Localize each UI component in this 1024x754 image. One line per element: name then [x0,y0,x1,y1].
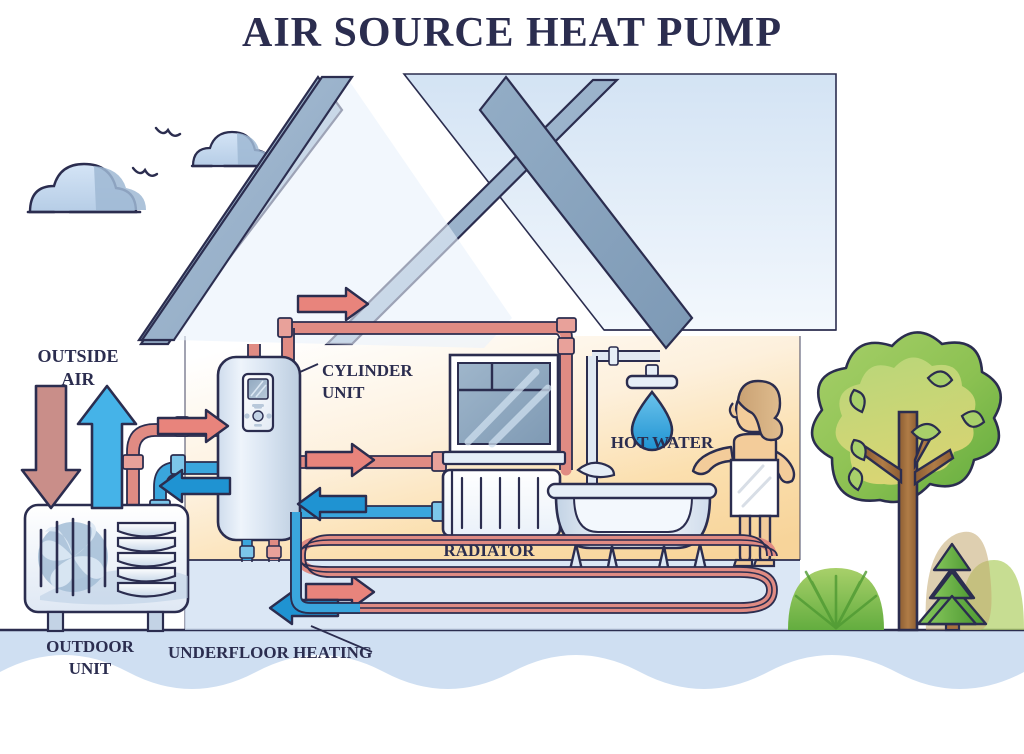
underfloor-heating-label: UNDERFLOOR HEATING [168,643,372,662]
arrow-right-icon [296,286,370,322]
arrow-left-icon [158,468,232,504]
pipe-joint [277,317,577,355]
cylinder-leader-line [299,363,319,373]
radiator[interactable] [441,468,562,538]
water-drop-icon [630,389,674,452]
hot-water-label: HOT WATER [611,433,714,452]
control-right-button[interactable] [266,413,272,419]
cloud-icon [190,130,273,168]
arrow-left-icon [296,486,368,522]
cylinder-unit-label-line1: CYLINDER [322,361,413,380]
cloud-icon [26,162,146,214]
ground [0,628,1024,689]
condenser-fins [116,521,177,598]
outdoor-unit[interactable] [23,503,190,633]
person-left-arm [691,445,735,476]
arrow-down-icon [20,384,82,510]
person [691,379,796,568]
fan-icon [38,517,108,597]
window-sill [441,450,567,466]
outdoor-unit-label-line2: UNIT [69,659,112,678]
person-hair [736,379,784,442]
page-title: AIR SOURCE HEAT PUMP [242,10,782,56]
cylinder-unit-label-line2: UNIT [322,383,365,402]
pine-tree [916,542,988,632]
outside-air-label-line2: AIR [61,369,95,389]
bird-icon [131,126,182,177]
underfloor-heating [290,512,778,614]
arrow-up-icon [76,384,138,510]
control-left-button[interactable] [244,413,250,419]
tree [810,331,1003,632]
bush [788,568,884,630]
arrow-right-icon [304,442,376,478]
underfloor-leader-line [310,625,373,653]
arrow-right-icon [156,408,230,444]
window [441,353,567,466]
shower-handle[interactable] [576,461,616,479]
control-ok-button[interactable] [252,410,264,422]
outside-air-label-line1: OUTSIDE [37,346,118,366]
leaf-icon [847,370,986,492]
towel [729,458,780,518]
shower-head [625,374,679,390]
outdoor-unit-label-line1: OUTDOOR [46,637,135,656]
cylinder-unit[interactable] [216,344,302,562]
shower [576,346,679,490]
house-roof [136,75,694,350]
